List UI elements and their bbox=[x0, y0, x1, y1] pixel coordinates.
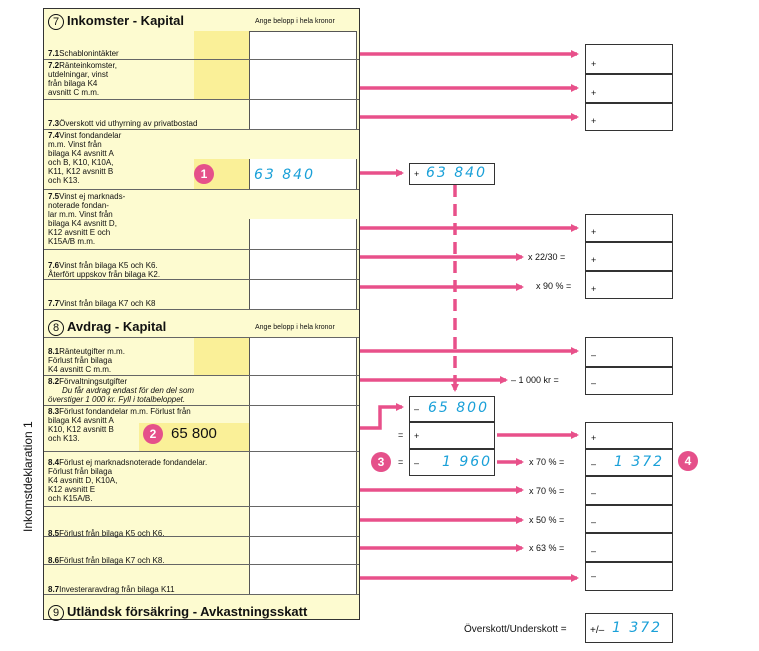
row-8-1-label: 8.1Ränteutgifter m.m. Förlust från bilag… bbox=[48, 347, 125, 374]
mid-minus-box[interactable]: – 1 960 bbox=[409, 449, 495, 476]
field-7-1[interactable] bbox=[249, 31, 357, 59]
mid-loss-box[interactable]: – 65 800 bbox=[409, 396, 495, 422]
section-8-note: Ange belopp i hela kronor bbox=[255, 324, 335, 331]
result-70-value: 1 372 bbox=[614, 454, 665, 470]
value-7-4: 63 840 bbox=[254, 167, 315, 183]
mid-net-value: 1 960 bbox=[442, 454, 493, 470]
field-7-6[interactable] bbox=[249, 249, 357, 279]
mult-1000: – 1 000 kr = bbox=[511, 375, 559, 385]
mult-90: x 90 % = bbox=[536, 281, 572, 291]
mid-gain-box[interactable]: + 63 840 bbox=[409, 163, 495, 185]
field-7-2[interactable] bbox=[249, 59, 357, 99]
field-7-3[interactable] bbox=[249, 99, 357, 129]
field-8-7[interactable] bbox=[249, 564, 357, 594]
result-8-5[interactable]: – bbox=[585, 505, 673, 533]
value-8-3: 65 800 bbox=[171, 425, 217, 442]
row-7-6-label: 7.6Vinst från bilaga K5 och K6. Återfört… bbox=[48, 261, 161, 279]
field-8-1-box[interactable] bbox=[194, 337, 249, 375]
result-7-3[interactable]: + bbox=[585, 103, 673, 131]
badge-3: 3 bbox=[371, 452, 391, 472]
side-label: Inkomstdeklaration 1 bbox=[21, 421, 35, 532]
mult-63: x 63 % = bbox=[529, 543, 565, 553]
row-7-3-label: 7.3Överskott vid uthyrning av privatbost… bbox=[48, 119, 198, 128]
field-7-2-box[interactable] bbox=[194, 59, 249, 99]
field-8-2[interactable] bbox=[249, 375, 357, 405]
mid-plus-box[interactable]: + bbox=[409, 422, 495, 449]
result-8-7[interactable]: – bbox=[585, 562, 673, 591]
mult-50: x 50 % = bbox=[529, 515, 565, 525]
row-8-4-label: 8.4Förlust ej marknadsnoterade fondandel… bbox=[48, 458, 208, 503]
summary-label: Överskott/Underskott = bbox=[464, 624, 567, 635]
field-8-5[interactable] bbox=[249, 506, 357, 564]
field-8-1[interactable] bbox=[249, 337, 357, 375]
row-7-2-label: 7.2Ränteinkomster, utdelningar, vinst fr… bbox=[48, 61, 117, 97]
field-7-7[interactable] bbox=[249, 279, 357, 309]
result-8-1[interactable]: – bbox=[585, 337, 673, 367]
mult-70b: x 70 % = bbox=[529, 486, 565, 496]
mult-22-30: x 22/30 = bbox=[528, 252, 566, 262]
row-8-5-label: 8.5Förlust från bilaga K5 och K6. bbox=[48, 529, 165, 538]
row-7-5-label: 7.5Vinst ej marknads- noterade fondan- l… bbox=[48, 192, 126, 246]
result-7-5[interactable]: + bbox=[585, 214, 673, 242]
field-7-5[interactable] bbox=[249, 219, 357, 249]
result-7-1[interactable]: + bbox=[585, 44, 673, 74]
result-8-6[interactable]: – bbox=[585, 533, 673, 562]
mid-gain-value: 63 840 bbox=[426, 165, 487, 181]
arrow-8-3 bbox=[360, 403, 404, 430]
row-7-1-label: 7.1Schablonintäkter bbox=[48, 49, 119, 58]
result-8-3-minus[interactable]: – 1 372 bbox=[585, 449, 673, 476]
result-7-7[interactable]: + bbox=[585, 271, 673, 299]
result-7-6[interactable]: + bbox=[585, 242, 673, 271]
result-8-4[interactable]: – bbox=[585, 476, 673, 505]
summary-value: 1 372 bbox=[612, 620, 663, 636]
section-7-number: 7 bbox=[48, 14, 64, 30]
mid-loss-value: 65 800 bbox=[428, 400, 489, 416]
row-7-4-label: 7.4Vinst fondandelar m.m. Vinst från bil… bbox=[48, 131, 122, 185]
badge-1: 1 bbox=[194, 164, 214, 184]
row-8-3-label: 8.3Förlust fondandelar m.m. Förlust från… bbox=[48, 407, 191, 443]
result-8-3-plus[interactable]: + bbox=[585, 422, 673, 449]
mult-70: x 70 % = bbox=[529, 457, 565, 467]
field-8-4[interactable] bbox=[249, 451, 357, 506]
field-7-1-box[interactable] bbox=[194, 31, 249, 59]
row-8-7-label: 8.7Investeraravdrag från bilaga K11 bbox=[48, 585, 175, 594]
result-7-2[interactable]: + bbox=[585, 74, 673, 103]
field-7-4[interactable] bbox=[249, 159, 357, 189]
result-8-2[interactable]: – bbox=[585, 367, 673, 395]
field-8-3[interactable] bbox=[249, 405, 357, 451]
summary-box[interactable]: +/– 1 372 bbox=[585, 613, 673, 643]
badge-4: 4 bbox=[678, 451, 698, 471]
badge-2: 2 bbox=[143, 424, 163, 444]
section-7-note: Ange belopp i hela kronor bbox=[255, 18, 335, 25]
row-8-6-label: 8.6Förlust från bilaga K7 och K8. bbox=[48, 556, 165, 565]
row-7-7-label: 7.7Vinst från bilaga K7 och K8 bbox=[48, 299, 156, 308]
